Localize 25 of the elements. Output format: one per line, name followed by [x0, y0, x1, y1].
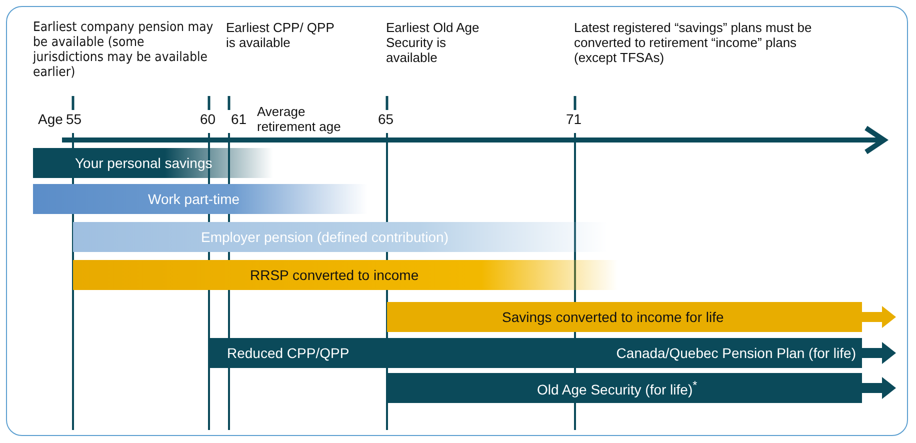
bar-label: Old Age Security (for life)$^{*}$: [537, 378, 698, 398]
timeline-bar: [33, 148, 273, 178]
annotation-text: Earliest company pension may be available (some jurisdictions may be available earlier): [33, 20, 214, 80]
annotation-text: Earliest CPP/ QPP is available: [226, 20, 336, 50]
annotation-text: Earliest Old Age Security is available: [386, 20, 480, 65]
timeline-bar: [209, 338, 862, 368]
bar-label: Your personal savings: [75, 155, 212, 171]
tick-label: 65: [378, 112, 394, 127]
axis-label: Age: [38, 112, 63, 127]
bar-label: RRSP converted to income: [250, 267, 419, 283]
timeline-bar: [387, 373, 862, 403]
timeline-bar: [33, 184, 368, 214]
tick-label: 55: [66, 112, 82, 127]
timeline-bar: [387, 302, 862, 332]
bar-label: Reduced CPP/QPP: [227, 345, 350, 361]
tick-label: 71: [566, 112, 582, 127]
bar-label: Canada/Quebec Pension Plan (for life): [616, 345, 856, 361]
bar-label: Savings converted to income for life: [502, 309, 724, 325]
annotation-text: Latest registered “savings” plans must be converted to retirement “income” plans (except TFSAs): [574, 20, 813, 65]
annotation-text: Average retirement age: [257, 104, 342, 134]
timeline-bar: [73, 260, 618, 290]
bar-label: Work part-time: [148, 191, 240, 207]
tick-label: 60: [200, 112, 216, 127]
tick-label: 61: [231, 112, 247, 127]
bar-label: Employer pension (defined contribution): [201, 229, 448, 245]
